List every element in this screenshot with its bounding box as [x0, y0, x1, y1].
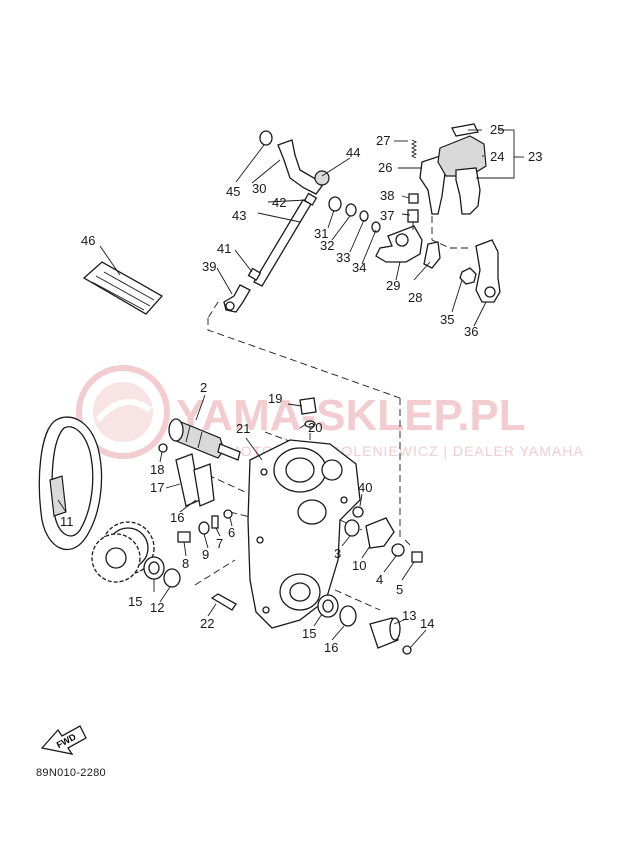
nut-36	[459, 267, 477, 285]
callout-7: 7	[216, 536, 223, 551]
callout-30: 29	[386, 278, 400, 293]
cam-10	[365, 517, 395, 549]
o-ring-14	[402, 645, 412, 655]
callouts: 46 45 30 44 42 43 41 39 31 32 33 34 29 2…	[60, 122, 542, 655]
watermark-logo-icon	[76, 365, 170, 459]
callout-15-right: 15	[302, 626, 316, 641]
plate-29	[423, 241, 441, 269]
callout-22: 21	[236, 421, 250, 436]
callout-33: 32	[320, 238, 334, 253]
washer-34	[359, 210, 369, 222]
screw-19	[158, 443, 168, 453]
callout-8: 8	[182, 556, 189, 571]
cover-26	[451, 123, 479, 137]
callout-44: 43	[232, 208, 246, 223]
bolt-8	[177, 531, 191, 543]
callout-11: 11	[60, 514, 74, 529]
leader-lines	[57, 129, 524, 649]
callout-13: 13	[402, 608, 416, 623]
callout-21: 20	[308, 420, 322, 435]
shift-knob-25	[437, 135, 487, 177]
callout-40: 39	[202, 259, 216, 274]
callout-28: 27	[376, 133, 390, 148]
callout-25: 24	[490, 149, 504, 164]
callout-23: 22	[200, 616, 214, 631]
callout-10: 10	[352, 558, 366, 573]
callout-3: 3	[334, 546, 341, 561]
diagram-code: 89N010-2280	[36, 767, 106, 779]
lever-24	[455, 167, 481, 215]
callout-34: 33	[336, 250, 350, 265]
ball-joint-45	[314, 170, 330, 186]
callout-9: 9	[202, 547, 209, 562]
callout-35: 34	[352, 260, 366, 275]
nut-43	[303, 192, 318, 206]
arm-37	[475, 239, 501, 303]
callout-27: 26	[378, 160, 392, 175]
sprocket	[91, 521, 155, 583]
callout-29: 28	[408, 290, 422, 305]
callout-47: 46	[81, 233, 95, 248]
callout-20: 19	[268, 391, 282, 406]
bolt-5	[411, 551, 423, 563]
callout-46: 45	[226, 184, 240, 199]
callout-38: 37	[380, 208, 394, 223]
callout-18: 17	[150, 480, 164, 495]
watermark-brand: YAMA-SKLEP.PL	[176, 391, 526, 440]
washer-4	[391, 543, 405, 557]
callout-16: 16	[324, 640, 338, 655]
washer-33	[345, 203, 357, 217]
callout-17: 16	[170, 510, 184, 525]
seal-12	[163, 568, 181, 588]
collar-3	[344, 519, 360, 537]
callout-42: 41	[217, 241, 231, 256]
callout-32: 31	[314, 226, 328, 241]
shift-drum-2	[168, 418, 241, 461]
callout-6: 6	[228, 525, 235, 540]
callout-37: 36	[464, 324, 478, 339]
bolt-38	[407, 209, 419, 223]
callout-31: 30	[252, 181, 266, 196]
fwd-arrow-icon: FWD	[40, 725, 87, 755]
callout-36: 35	[440, 312, 454, 327]
callout-41: 40	[358, 480, 372, 495]
ring-35	[371, 221, 381, 233]
nut-41	[352, 506, 364, 518]
label-47	[82, 261, 164, 315]
washer-9	[198, 521, 210, 535]
bolt-23	[210, 593, 237, 611]
shift-rod-44	[253, 199, 312, 287]
spring-28	[410, 139, 418, 159]
callout-5: 5	[396, 582, 403, 597]
drive-chain-11	[38, 416, 103, 551]
breather-20	[299, 397, 317, 415]
plate-17	[193, 463, 215, 507]
callout-26: 25	[490, 122, 504, 137]
seal-16	[339, 605, 357, 627]
callout-39: 38	[380, 188, 394, 203]
callout-14: 14	[420, 616, 434, 631]
bolt-39	[408, 193, 419, 204]
callout-4: 4	[376, 572, 383, 587]
spring-7	[211, 515, 219, 529]
callout-2: 2	[200, 380, 207, 395]
callout-12: 12	[150, 600, 164, 615]
callout-19: 18	[150, 462, 164, 477]
callout-24: 23	[528, 149, 542, 164]
ball-6	[223, 509, 233, 519]
watermark: YAMA-SKLEP.PL MOTOCYKLE GOLENIEWICZ | DE…	[76, 365, 583, 459]
collar-46	[259, 130, 273, 146]
callout-43: 42	[272, 195, 286, 210]
callout-15-left: 15	[128, 594, 142, 609]
callout-45: 44	[346, 145, 360, 160]
o-ring-21	[304, 420, 316, 428]
collar-32	[328, 196, 342, 212]
shift-lever-31	[277, 139, 323, 195]
shift-linkage	[223, 123, 501, 313]
chaincase-22	[247, 439, 361, 629]
